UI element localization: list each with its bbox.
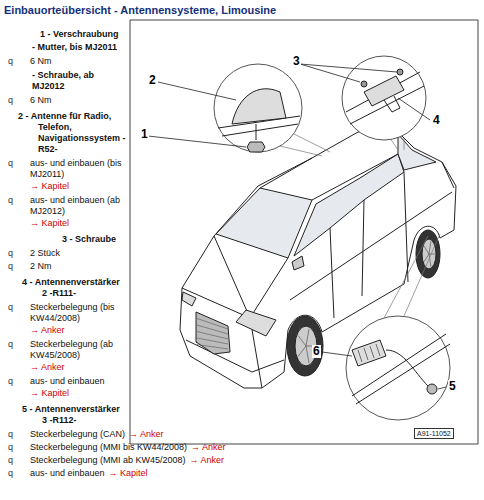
item-text: 2 Stück xyxy=(30,248,126,259)
bullet-mark: q xyxy=(8,158,13,169)
item-heading: 3 - Schraube xyxy=(62,234,116,245)
grille xyxy=(196,312,230,354)
item-text: Steckerbelegung (MMI ab KW45/2008) xyxy=(30,455,186,466)
headlight xyxy=(236,310,276,336)
callout-number: 5 xyxy=(448,380,457,393)
wheel-spoke xyxy=(424,246,429,254)
item-text: Steckerbelegung (bis KW44/2008) xyxy=(30,302,126,324)
grille-bar xyxy=(197,319,228,330)
cross-reference: → Anker xyxy=(129,429,164,440)
item-heading: - Mutter, bis MJ2011 xyxy=(32,42,117,53)
roof-antenna xyxy=(232,89,286,124)
cross-reference: → Anker xyxy=(191,442,226,453)
antenna-stud xyxy=(256,124,257,140)
item-text: aus- und einbauen (ab MJ2012) xyxy=(30,195,126,217)
antenna-amplifier xyxy=(364,76,404,106)
callout-number: 3 xyxy=(292,55,301,68)
bullet-mark: q xyxy=(8,442,13,453)
bullet-mark: q xyxy=(8,261,13,272)
grille-bar xyxy=(197,345,228,350)
bullet-mark: q xyxy=(8,248,13,259)
wheel-spoke xyxy=(429,254,435,255)
amplifier-ribs xyxy=(358,344,380,362)
callout-number: 4 xyxy=(432,114,441,127)
bullet-mark: q xyxy=(8,95,13,106)
wheel-spoke xyxy=(298,335,306,346)
zoom-line xyxy=(280,132,440,318)
front-wheel xyxy=(287,316,323,376)
wheel-spoke xyxy=(429,241,431,254)
callout-number: 1 xyxy=(140,128,149,141)
grille-bar xyxy=(197,332,228,340)
connector xyxy=(427,384,437,394)
cross-reference: → Anker xyxy=(30,362,65,373)
screw xyxy=(397,69,403,75)
cross-reference: → Kapitel xyxy=(30,218,69,229)
amplifier-connector xyxy=(384,96,400,112)
antenna-amplifier xyxy=(352,340,386,366)
item-text: 6 Nm xyxy=(30,95,126,106)
wheel-spoke xyxy=(298,346,306,357)
side-windows xyxy=(294,154,404,256)
item-heading: 2 - Antenne für Radio, Telefon, Navigati… xyxy=(18,111,126,155)
callout-number: 2 xyxy=(148,74,157,87)
rear-wheel xyxy=(416,230,440,278)
headlight xyxy=(182,292,196,306)
cross-reference: → Anker xyxy=(30,325,65,336)
item-heading: 1 - Verschraubung xyxy=(40,29,119,40)
bullet-mark: q xyxy=(8,302,13,313)
screw xyxy=(361,81,367,87)
item-text: aus- und einbauen xyxy=(30,468,105,479)
bullet-mark: q xyxy=(8,455,13,466)
cross-reference: → Kapitel xyxy=(30,181,69,192)
item-heading: - Schraube, ab MJ2012 xyxy=(32,70,122,92)
nut xyxy=(247,142,265,152)
cross-reference: → Kapitel xyxy=(30,388,69,399)
wheel-spoke xyxy=(306,329,309,346)
item-text: 2 Nm xyxy=(30,261,126,272)
callout-number: 6 xyxy=(312,345,321,358)
bullet-mark: q xyxy=(8,468,13,479)
detail-inset xyxy=(214,64,302,152)
item-text: aus- und einbauen xyxy=(30,376,126,387)
item-heading: 4 - Antennenverstärker 2 -R111- xyxy=(22,277,126,299)
wheel-spoke xyxy=(306,346,309,363)
page-title: Einbauorteübersicht - Antennensysteme, L… xyxy=(4,4,276,17)
item-text: aus- und einbauen (bis MJ2011) xyxy=(30,158,126,180)
grille-bar xyxy=(197,338,228,344)
item-text: Steckerbelegung (CAN) xyxy=(30,429,125,440)
bullet-mark: q xyxy=(8,56,13,67)
figure-frame xyxy=(130,20,478,444)
item-text: Steckerbelegung (MMI bis KW44/2008) xyxy=(30,442,187,453)
bullet-mark: q xyxy=(8,339,13,350)
window-frame xyxy=(346,72,424,124)
cross-reference: → Kapitel xyxy=(109,468,148,479)
bullet-mark: q xyxy=(8,429,13,440)
bullet-mark: q xyxy=(8,376,13,387)
detail-inset xyxy=(346,316,450,420)
leader-line xyxy=(148,64,446,389)
item-heading: 5 - Antennenverstärker 3 -R112- xyxy=(22,404,126,426)
bullet-mark: q xyxy=(8,195,13,206)
item-text: Steckerbelegung (ab KW45/2008) xyxy=(30,339,126,361)
cross-reference: → Anker xyxy=(190,455,225,466)
trunk-panel xyxy=(352,334,450,404)
item-text: 6 Nm xyxy=(30,56,126,67)
mirror xyxy=(292,256,304,270)
cable xyxy=(386,350,428,386)
figure-id: A91-11052 xyxy=(414,428,454,439)
